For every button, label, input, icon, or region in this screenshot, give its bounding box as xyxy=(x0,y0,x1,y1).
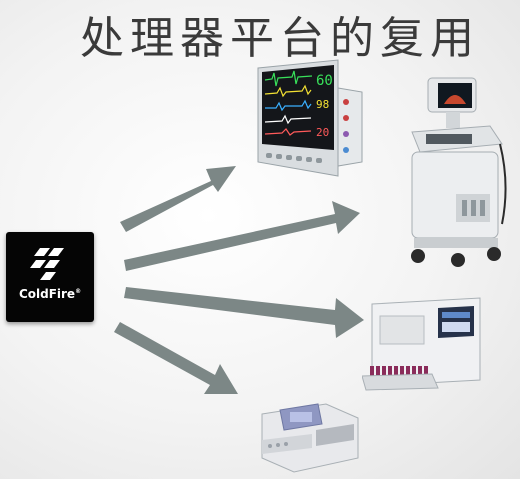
arrow-to-reader xyxy=(114,322,238,394)
coldfire-flame-icon xyxy=(30,248,64,280)
patient-monitor-image: 60 98 20 xyxy=(257,59,363,177)
ultrasound-scanner-image xyxy=(411,77,507,267)
arrow-to-monitor xyxy=(120,166,236,232)
monitor-hr-value: 60 xyxy=(316,73,333,89)
monitor-spo2-value: 98 xyxy=(316,98,329,111)
microplate-reader-image xyxy=(261,403,359,473)
arrow-to-analyzer xyxy=(124,287,364,338)
coldfire-logo: ColdFire® xyxy=(6,232,94,322)
blood-analyzer-image xyxy=(362,297,481,391)
page-title: 处理器平台的复用 xyxy=(80,13,480,64)
arrow-to-ultrasound xyxy=(124,201,360,271)
registered-mark: ® xyxy=(75,288,82,295)
logo-text: ColdFire xyxy=(18,287,76,301)
monitor-resp-value: 20 xyxy=(316,126,329,139)
